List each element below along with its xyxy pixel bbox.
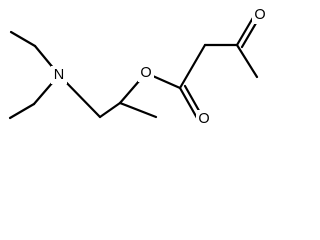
bond-ch2-ch — [98, 101, 122, 119]
bond-ethyl2-c1-c2 — [8, 102, 36, 120]
ketone-oxygen-label-background — [252, 6, 268, 24]
bond-ketone-c-o-double-a — [235, 14, 256, 47]
bond-layer — [8, 14, 261, 120]
ester-oxygen-label-background — [138, 64, 154, 82]
nitrogen-atom-label: N — [54, 67, 64, 83]
bond-ch-methyl — [118, 101, 158, 119]
bond-ester-c-o-double-a — [178, 86, 199, 120]
bond-ester-c-ch2 — [178, 43, 207, 90]
atom-label-layer: N O O O — [51, 6, 268, 128]
chemical-structure-diagram: N O O O — [8, 6, 268, 128]
ester-carbonyl-oxygen-label-background — [196, 110, 212, 128]
bond-ketone-c-methyl — [235, 43, 259, 79]
nitrogen-label-background — [51, 66, 67, 84]
ester-oxygen-atom-label: O — [140, 65, 151, 81]
bond-ethyl1-c1-c2 — [9, 30, 37, 48]
ester-carbonyl-oxygen-atom-label: O — [198, 111, 209, 127]
ketone-oxygen-atom-label: O — [254, 7, 265, 23]
